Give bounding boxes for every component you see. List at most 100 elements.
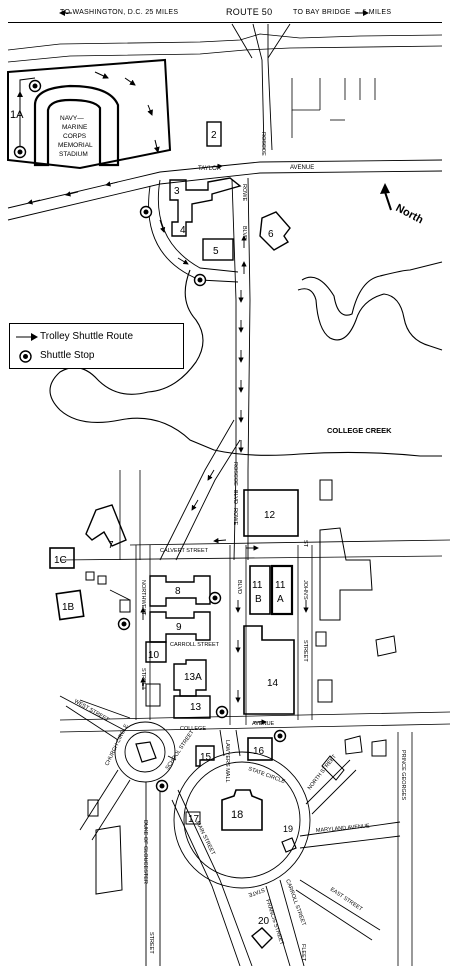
label-rowe: ROWE <box>241 184 247 201</box>
label-prince-georges: PRINCE GEORGES <box>400 750 406 800</box>
shuttle-stop-icon <box>28 79 42 93</box>
label-north-street: NORTH STREET <box>307 753 338 791</box>
legend-route-label: Trolley Shuttle Route <box>40 331 134 342</box>
shuttle-stop-icon <box>13 145 27 159</box>
shuttle-stop-icon <box>139 205 153 219</box>
lower-route-arrows <box>140 537 309 725</box>
label-college-creek: COLLEGE CREEK <box>327 426 392 435</box>
label-roscoe-mid: ROSCOE <box>232 462 238 486</box>
stadium-label-4: MEMORIAL <box>58 142 93 149</box>
stadium-label-1: NAVY— <box>60 115 84 122</box>
label-street-w: STREET <box>148 932 154 954</box>
blvd-arrows <box>238 235 247 453</box>
building-12: 12 <box>264 510 276 521</box>
building-8-shape <box>149 575 211 607</box>
stadium-route-arrows <box>17 71 160 153</box>
state-circle <box>167 729 401 966</box>
building-15: 15 <box>200 752 212 763</box>
building-5-shape <box>202 238 234 261</box>
roscoe-road-top <box>231 23 291 151</box>
label-roscoe-top: ROSCOE <box>260 132 266 156</box>
building-10-shape <box>145 641 167 663</box>
shuttle-stop-icon <box>19 350 32 363</box>
label-main-street: MAIN STREET <box>194 820 216 856</box>
shuttle-stop-icon <box>208 591 222 605</box>
college-creek <box>49 261 443 457</box>
banner-route-50: ROUTE 50 <box>226 7 273 17</box>
building-6-shape <box>259 211 291 251</box>
building-9: 9 <box>176 622 182 633</box>
building-13-shape <box>173 695 211 719</box>
arrow-icon <box>16 333 38 341</box>
label-blvd-mid: BLVD <box>232 490 238 504</box>
building-19: 19 <box>283 824 293 834</box>
stadium-label-3: CORPS <box>63 133 87 140</box>
building-12-shape <box>243 489 299 537</box>
curve-arrows <box>159 219 189 265</box>
building-20-shape <box>251 927 273 950</box>
stadium-label-5: STADIUM <box>59 151 88 158</box>
label-carroll-street-s: CARROLL STREET <box>284 879 307 928</box>
building-1c: 1C <box>54 555 67 566</box>
roscoe-rowe-blvd <box>231 177 251 561</box>
building-18: 18 <box>231 809 243 821</box>
legend-stop-label: Shuttle Stop <box>40 350 95 361</box>
building-15-shape <box>195 745 215 767</box>
label-johns: JOHN'S <box>302 580 308 600</box>
building-1a: 1A <box>10 109 24 121</box>
building-6: 6 <box>268 229 274 240</box>
building-2-shape <box>206 121 222 147</box>
banner-bay-bridge: TO BAY BRIDGE → 6 MILES <box>293 9 392 16</box>
label-state-s: STATE <box>247 886 265 898</box>
banner-washington: TO WASHINGTON, D.C. 25 MILES <box>60 9 179 16</box>
building-11b-shape <box>249 565 271 615</box>
building-14-shape <box>243 625 295 715</box>
north-compass: North <box>377 180 437 240</box>
curve-road <box>148 179 239 283</box>
building-13a-shape <box>173 659 207 697</box>
top-rule <box>8 22 442 23</box>
stadium-label-2: MARINE <box>62 124 88 131</box>
building-7-shape <box>85 504 127 547</box>
building-13a: 13A <box>184 672 202 683</box>
sw-diagonal-road <box>159 419 241 561</box>
building-7: 7 <box>108 540 114 551</box>
north-label: North <box>394 202 426 226</box>
route-50-road <box>7 33 443 63</box>
stadium-area <box>7 58 172 170</box>
lower-street-grid <box>59 470 450 966</box>
taylor-arrows <box>27 163 223 205</box>
church-circle-building <box>135 741 157 763</box>
north-arrow-icon: North <box>380 183 426 227</box>
building-3: 3 <box>174 186 180 197</box>
label-st: ST <box>302 540 308 548</box>
label-duke-of-gloucester: DUKE OF GLOUCESTER <box>142 820 148 884</box>
building-19-shape <box>281 837 297 853</box>
map-legend: Trolley Shuttle Route Shuttle Stop <box>9 323 184 369</box>
ne-blocks <box>291 78 376 138</box>
building-18-shape <box>221 789 263 831</box>
label-lawyers-mall: LAWYERS MALL <box>224 740 230 783</box>
building-2: 2 <box>211 130 217 141</box>
building-4: 4 <box>180 225 186 236</box>
building-17: 17 <box>188 814 200 825</box>
shuttle-stop-icon <box>193 273 207 287</box>
shuttle-stop-icon <box>215 705 229 719</box>
building-3-shape <box>169 177 242 237</box>
label-northwest: NORTHWEST <box>140 580 146 616</box>
building-13: 13 <box>190 702 202 713</box>
label-taylor: TAYLOR <box>198 166 222 172</box>
building-14: 14 <box>267 678 279 689</box>
label-fleet: FLEET <box>300 944 306 962</box>
label-blvd: BLVD <box>241 226 247 240</box>
building-20: 20 <box>258 916 270 927</box>
label-calvert: CALVERT STREET <box>160 548 209 554</box>
shuttle-stop-icon <box>273 729 287 743</box>
building-1c-shape <box>49 547 75 569</box>
church-circle <box>59 695 176 966</box>
label-rowe-lower: BLVD <box>236 580 242 594</box>
building-11b-n: 11 <box>252 580 263 591</box>
shuttle-stops <box>13 79 287 793</box>
label-college: COLLEGE <box>180 726 206 732</box>
